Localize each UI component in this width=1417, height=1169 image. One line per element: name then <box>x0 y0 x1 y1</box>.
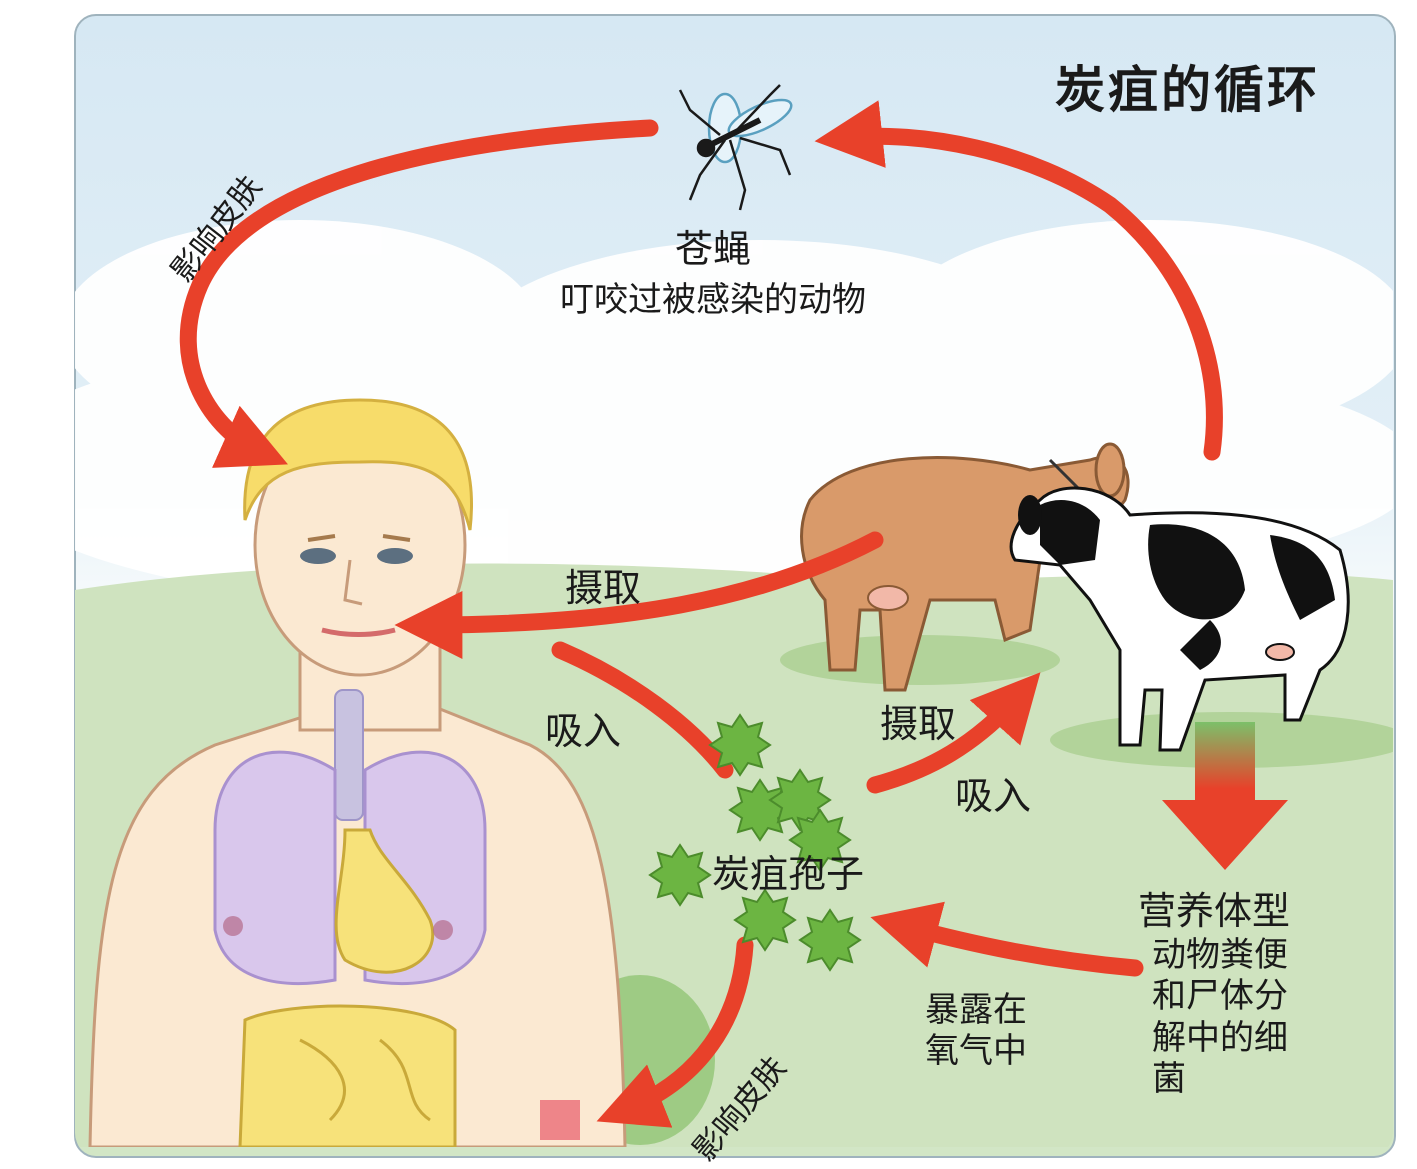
exposure-line: 暴露在 <box>925 990 1027 1030</box>
spore <box>788 808 852 872</box>
arrow-spores-to-skin <box>596 936 754 1128</box>
vegetative-desc-line: 菌 <box>1152 1059 1186 1100</box>
label-ingest-cattle: 摄取 <box>880 702 957 746</box>
vegetative-description: 动物粪便 和尸体分 解中的细 菌 <box>1152 935 1342 1101</box>
arrow-fly-to-human <box>179 119 659 468</box>
vegetative-label: 营养体型 <box>1138 889 1291 933</box>
exposure-line: 氧气中 <box>925 1031 1027 1072</box>
label-inhale-cattle: 吸入 <box>955 774 1032 818</box>
spore <box>798 908 862 972</box>
vegetative-desc-line: 解中的细 <box>1152 1017 1288 1058</box>
vegetative-desc-line: 动物粪便 <box>1152 935 1288 975</box>
cow-shadow-brown <box>780 635 1060 685</box>
diagram-title: 炭疽的循环 <box>1055 61 1320 119</box>
label-ingest-human: 摄取 <box>565 566 642 610</box>
vegetative-desc-line: 和尸体分 <box>1152 976 1288 1017</box>
stomach <box>334 828 435 974</box>
skin-lesion <box>540 1100 580 1140</box>
arrow-spores-to-cattle <box>866 672 1041 794</box>
trachea <box>334 689 364 821</box>
arrow-ingest-to-human <box>394 531 884 659</box>
spores-label: 炭疽孢子 <box>712 852 865 896</box>
anthrax-spores <box>648 713 862 972</box>
exposure-label: 暴露在 氧气中 <box>925 990 1027 1073</box>
arrow-inhale-to-human <box>551 641 734 779</box>
spore <box>708 713 772 777</box>
cycle-arrows <box>179 100 1223 1128</box>
label-inhale-human: 吸入 <box>545 709 622 753</box>
fly-icon <box>678 84 793 211</box>
fly-description: 叮咬过被感染的动物 <box>560 280 866 320</box>
spore <box>648 843 712 907</box>
vegetative-arrow <box>1162 722 1288 870</box>
arrow-vegetative-to-spores <box>870 901 1144 977</box>
human-figure <box>88 398 627 1147</box>
spore <box>768 768 832 832</box>
spore <box>733 888 797 952</box>
left-lung <box>213 750 337 985</box>
holstein-cow <box>1009 486 1350 752</box>
intestines <box>238 1004 457 1147</box>
arrow-cattle-to-fly <box>814 100 1223 461</box>
fly-label: 苍蝇 <box>675 227 752 271</box>
